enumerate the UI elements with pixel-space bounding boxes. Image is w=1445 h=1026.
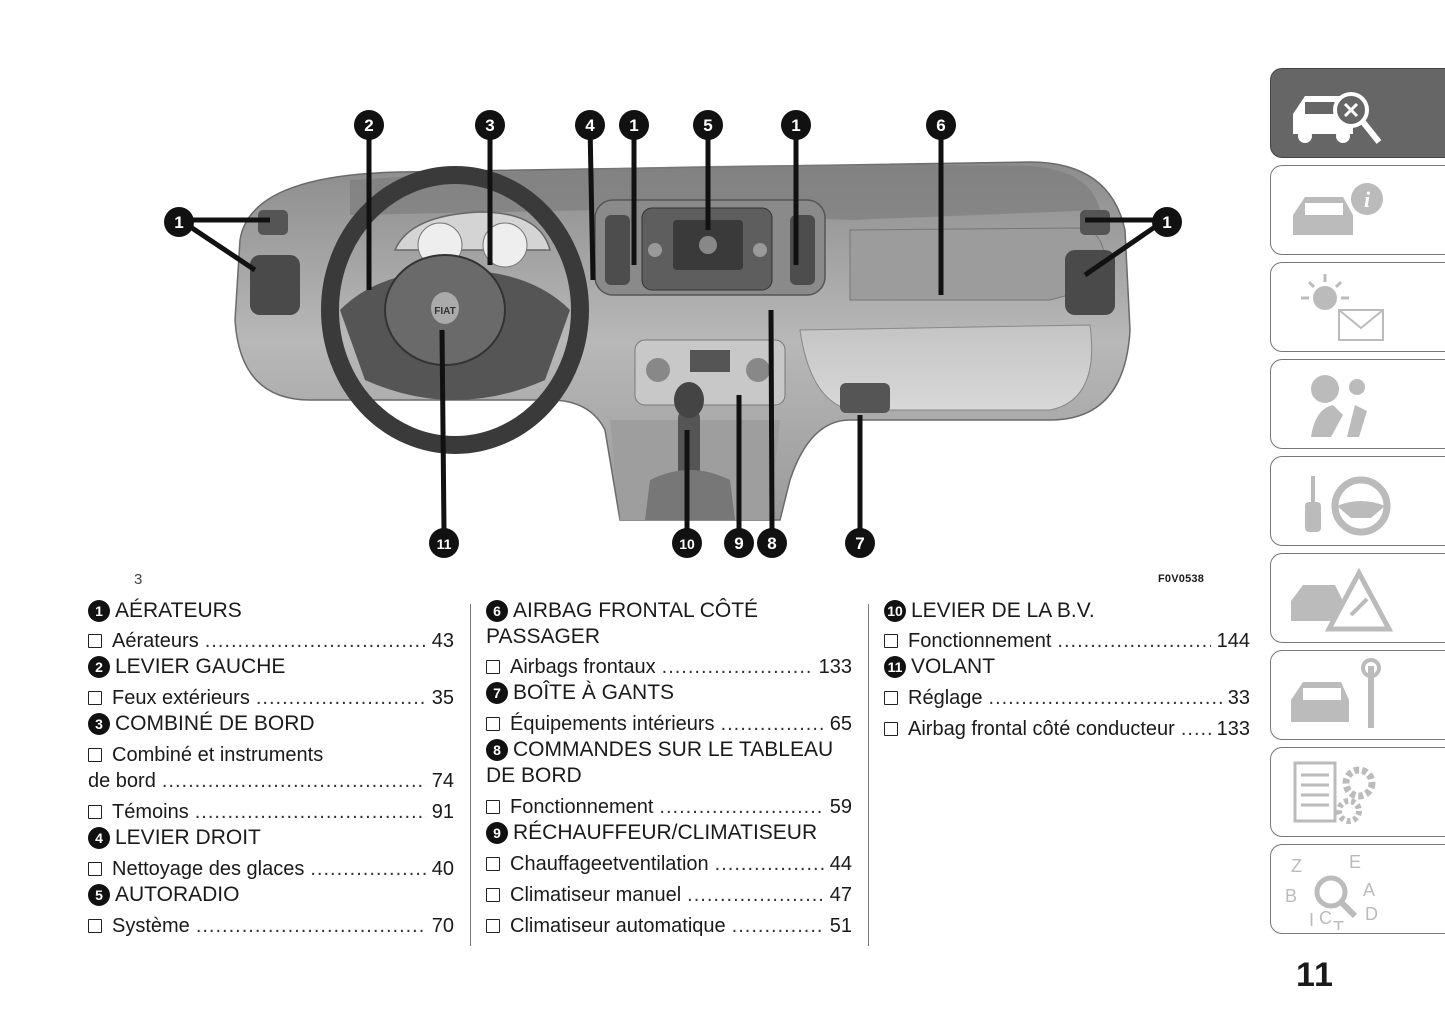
alphabetical-index-icon: Z E B A I C T D xyxy=(1285,852,1378,930)
tab-maintenance[interactable] xyxy=(1270,650,1445,740)
dashboard-illustration: FIAT 2 3 4 1 5 1 6 1 xyxy=(164,110,1182,558)
index-entry-continued[interactable]: de bord74 xyxy=(88,768,454,794)
index-entry[interactable]: Feux extérieurs35 xyxy=(88,685,454,711)
index-entry[interactable]: Aérateurs43 xyxy=(88,628,454,654)
tab-vehicle-info[interactable]: i xyxy=(1270,165,1445,255)
callout-11 xyxy=(429,528,459,558)
index-entry[interactable]: Fonctionnement59 xyxy=(486,794,852,820)
svg-text:6: 6 xyxy=(936,116,945,135)
callout-7 xyxy=(845,528,875,558)
tab-safety[interactable] xyxy=(1270,359,1445,449)
index-entry[interactable]: Chauffageetventilation44 xyxy=(486,851,852,877)
index-entry[interactable]: Climatiseur manuel47 xyxy=(486,882,852,908)
svg-text:1: 1 xyxy=(174,213,183,232)
tab-technical-data[interactable] xyxy=(1270,747,1445,837)
car-info-icon: i xyxy=(1293,183,1383,235)
svg-text:5: 5 xyxy=(703,116,712,135)
tab-emergency[interactable] xyxy=(1270,553,1445,643)
section-heading-cont: DE BORD xyxy=(486,764,582,787)
index-entry[interactable]: Système70 xyxy=(88,913,454,939)
index-entry[interactable]: Combiné et instruments xyxy=(88,742,454,768)
callout-4 xyxy=(575,110,605,140)
tab-knowing-vehicle[interactable] xyxy=(1270,68,1445,158)
index-entry[interactable]: Airbag frontal côté conducteur133 xyxy=(884,716,1250,742)
callout-1-center-left xyxy=(619,110,649,140)
column-divider xyxy=(868,604,869,946)
callout-1-right xyxy=(1152,207,1182,237)
callout-5 xyxy=(693,110,723,140)
tab-index[interactable]: Z E B A I C T D xyxy=(1270,844,1445,934)
glovebox-handle xyxy=(840,383,890,413)
svg-text:C: C xyxy=(1319,908,1332,928)
climate-display xyxy=(690,350,730,372)
svg-text:B: B xyxy=(1285,886,1297,906)
index-entry[interactable]: Équipements intérieurs65 xyxy=(486,711,852,737)
svg-text:A: A xyxy=(1363,880,1375,900)
section-heading-cont: PASSAGER xyxy=(486,625,600,648)
callout-9 xyxy=(724,528,754,558)
svg-text:11: 11 xyxy=(437,536,452,552)
callout-2 xyxy=(354,110,384,140)
index-entry[interactable]: Nettoyage des glaces40 xyxy=(88,856,454,882)
callout-8 xyxy=(757,528,787,558)
key-steering-wheel-icon xyxy=(1305,476,1391,536)
airbag-safety-icon xyxy=(1311,375,1367,437)
index-entry[interactable]: Témoins91 xyxy=(88,799,454,825)
figure-code: F0V0538 xyxy=(1158,573,1205,585)
warning-lights-message-icon xyxy=(1301,274,1384,341)
technical-data-gears-icon xyxy=(1293,761,1376,824)
column-divider xyxy=(470,604,471,946)
callout-1-left xyxy=(164,207,194,237)
svg-text:1: 1 xyxy=(629,116,638,135)
callout-3 xyxy=(475,110,505,140)
svg-text:8: 8 xyxy=(767,534,776,553)
svg-text:i: i xyxy=(1364,187,1371,212)
callout-6 xyxy=(926,110,956,140)
svg-text:1: 1 xyxy=(791,116,800,135)
car-maintenance-wrench-icon xyxy=(1291,658,1381,728)
svg-text:2: 2 xyxy=(364,116,373,135)
tab-starting-driving[interactable] xyxy=(1270,456,1445,546)
car-search-icon xyxy=(1293,92,1382,144)
svg-text:D: D xyxy=(1365,904,1378,924)
callout-1-center-right xyxy=(781,110,811,140)
right-side-vent xyxy=(1065,250,1115,315)
svg-text:1: 1 xyxy=(1162,213,1171,232)
svg-text:7: 7 xyxy=(855,534,864,553)
svg-text:I: I xyxy=(1309,910,1314,930)
car-emergency-triangle-icon xyxy=(1291,567,1394,632)
svg-text:3: 3 xyxy=(485,116,494,135)
index-entry[interactable]: Fonctionnement144 xyxy=(884,628,1250,654)
tab-warning-lights[interactable] xyxy=(1270,262,1445,352)
figure-side-number: 3 xyxy=(134,571,143,588)
callout-10 xyxy=(672,528,702,558)
fiat-logo: FIAT xyxy=(434,306,455,317)
page-number: 11 xyxy=(1296,956,1334,994)
steering-wheel: FIAT xyxy=(321,166,589,454)
svg-text:T: T xyxy=(1333,918,1344,930)
svg-text:4: 4 xyxy=(585,116,595,135)
svg-text:10: 10 xyxy=(679,536,695,552)
svg-text:E: E xyxy=(1349,852,1361,872)
index-entry[interactable]: Airbags frontaux133 xyxy=(486,654,852,680)
svg-text:Z: Z xyxy=(1291,856,1302,876)
index-entry[interactable]: Réglage33 xyxy=(884,685,1250,711)
index-entry[interactable]: Climatiseur automatique51 xyxy=(486,913,852,939)
left-side-vent xyxy=(250,255,300,315)
svg-text:9: 9 xyxy=(734,534,743,553)
